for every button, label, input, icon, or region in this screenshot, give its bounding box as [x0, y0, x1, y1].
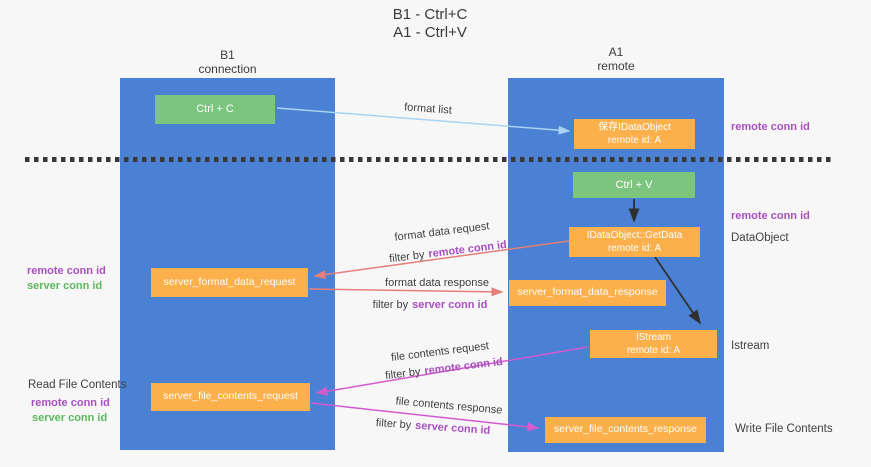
node-format-request-label: server_format_data_request: [163, 275, 296, 288]
filter-by-text: filter by: [375, 417, 412, 432]
annotation-read-file-contents: Read File Contents: [28, 379, 127, 391]
phase-separator-dashed-line: [25, 157, 835, 162]
node-save-idataobject-line2: remote id: A: [607, 135, 662, 146]
node-server-file-contents-response: server_file_contents_response: [545, 417, 706, 443]
arrow-format-data-response: [308, 287, 504, 297]
filter-by-text: filter by: [384, 365, 422, 383]
diagram-title: B1 - Ctrl+C A1 - Ctrl+V: [330, 6, 530, 42]
node-istream-line1: IStream: [635, 331, 671, 343]
annotation-server-conn-id-left2: server conn id: [32, 412, 108, 424]
label-format-list-text: format list: [403, 101, 453, 117]
title-line-2: A1 - Ctrl+V: [393, 24, 467, 41]
server-conn-id-text: server conn id: [414, 419, 491, 437]
lane-a1-subtitle: remote: [597, 59, 635, 73]
label-format-data-request-text: format data request: [393, 220, 491, 244]
lane-b1-subtitle: connection: [198, 62, 257, 76]
label-format-list: format list: [404, 101, 452, 116]
node-ctrl-v-label: Ctrl + V: [615, 178, 653, 191]
annotation-remote-conn-id-left2: remote conn id: [31, 397, 110, 409]
lane-b1-name: B1: [220, 48, 235, 62]
lane-header-b1: B1 connection: [120, 48, 335, 76]
label-format-data-response-text: format data response: [385, 277, 489, 289]
node-server-format-data-request: server_format_data_request: [151, 268, 308, 297]
node-getdata-line2: remote id: A: [607, 243, 662, 254]
remote-conn-id-text: remote conn id: [423, 355, 504, 378]
label-file-contents-response-text: file contents response: [395, 395, 503, 417]
annotation-server-conn-id-left1: server conn id: [27, 280, 103, 292]
node-server-file-contents-request: server_file_contents_request: [151, 383, 310, 411]
annotation-remote-conn-id-mid: remote conn id: [731, 210, 810, 222]
node-getdata-line1: IDataObject::GetData: [586, 229, 683, 241]
node-save-idataobject: 保存IDataObject remote id: A: [574, 119, 695, 149]
node-format-response-label: server_format_data_response: [517, 286, 658, 299]
lane-a1-name: A1: [608, 45, 624, 59]
annotation-istream: Istream: [731, 340, 770, 352]
remote-conn-id-text: remote conn id: [427, 238, 508, 261]
label-file-contents-response: file contents response: [395, 395, 503, 416]
node-file-request-label: server_file_contents_request: [163, 390, 298, 403]
title-line-1: B1 - Ctrl+C: [392, 6, 468, 23]
node-server-format-data-response: server_format_data_response: [509, 280, 666, 306]
label-format-data-response: format data response: [385, 277, 489, 289]
filter-by-text: filter by: [388, 248, 426, 266]
annotation-dataobject: DataObject: [731, 232, 789, 244]
server-conn-id-text: server conn id: [412, 299, 488, 311]
node-ctrl-c: Ctrl + C: [155, 95, 275, 124]
node-save-idataobject-line1: 保存IDataObject: [598, 121, 671, 133]
node-idataobject-getdata: IDataObject::GetData remote id: A: [569, 227, 700, 257]
annotation-write-file-contents: Write File Contents: [735, 423, 833, 435]
lane-header-a1: A1 remote: [508, 45, 724, 73]
annotation-remote-conn-id-top: remote conn id: [731, 121, 810, 133]
node-ctrl-c-label: Ctrl + C: [196, 103, 234, 116]
node-istream-line2: remote id: A: [626, 345, 681, 356]
node-istream: IStream remote id: A: [590, 330, 717, 358]
node-file-response-label: server_file_contents_response: [553, 423, 697, 436]
filter-by-text: filter by: [372, 299, 409, 311]
annotation-remote-conn-id-left1: remote conn id: [27, 265, 106, 277]
node-ctrl-v: Ctrl + V: [573, 172, 695, 198]
label-format-data-request: format data request: [394, 220, 490, 244]
